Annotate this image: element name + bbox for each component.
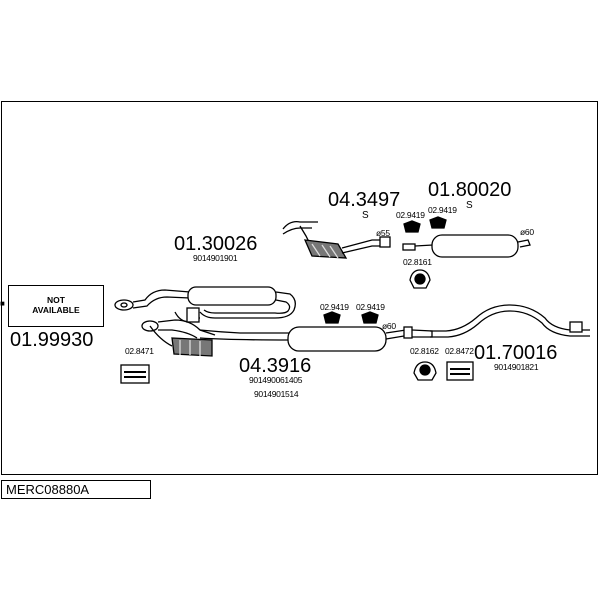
hanger-8162 [413, 361, 437, 381]
accessory-label: 02.8472 [445, 346, 474, 356]
part-number-label: 01.70016 [474, 342, 558, 364]
not-available-line2: AVAILABLE [32, 305, 80, 315]
accessory-label: 02.8162 [410, 346, 439, 356]
front-silencer [287, 326, 433, 352]
oe-reference: 9014901901 [193, 253, 238, 263]
accessory-label: 02.9419 [428, 205, 457, 215]
part-mark: S [466, 200, 473, 211]
tail-pipe [430, 304, 590, 338]
accessory-label: 02.8161 [403, 257, 432, 267]
part-number-label: 04.3916 [239, 355, 312, 377]
accessory-label: 02.9419 [396, 210, 425, 220]
oe-reference: 901490061405 [249, 375, 303, 385]
hanger-8161 [409, 269, 431, 289]
front-pipe [114, 286, 296, 323]
accessory-label: 02.9419 [320, 302, 349, 312]
y-pipe [141, 307, 291, 341]
diagram-frame [1, 101, 598, 475]
clamp-boxes [120, 361, 474, 384]
part-number-label: 01.80020 [428, 179, 512, 201]
not-available-line1: NOT [47, 295, 65, 306]
rear-silencer-1 [402, 234, 531, 258]
accessory-label: 02.8471 [125, 346, 154, 356]
twin-box [149, 325, 213, 357]
part-mark: S [362, 210, 369, 221]
diagram-code-box: MERC08880A [1, 480, 151, 499]
oe-reference: 9014901514 [254, 389, 299, 399]
arrow-marker: ■ [0, 299, 5, 308]
clamp-icons [323, 216, 447, 324]
diameter-label: ø60 [520, 227, 534, 237]
not-available-box: NOT AVAILABLE [8, 285, 104, 327]
part-number-label: 01.99930 [10, 329, 94, 351]
diameter-label: ø60 [382, 321, 396, 331]
diagram-code: MERC08880A [6, 482, 90, 497]
mid-silencer [282, 221, 391, 259]
oe-reference: 9014901821 [494, 362, 539, 372]
part-number-label: 04.3497 [328, 189, 401, 211]
accessory-label: 02.9419 [356, 302, 385, 312]
diameter-label: ø55 [376, 228, 390, 238]
part-number-label: 01.30026 [174, 233, 258, 255]
